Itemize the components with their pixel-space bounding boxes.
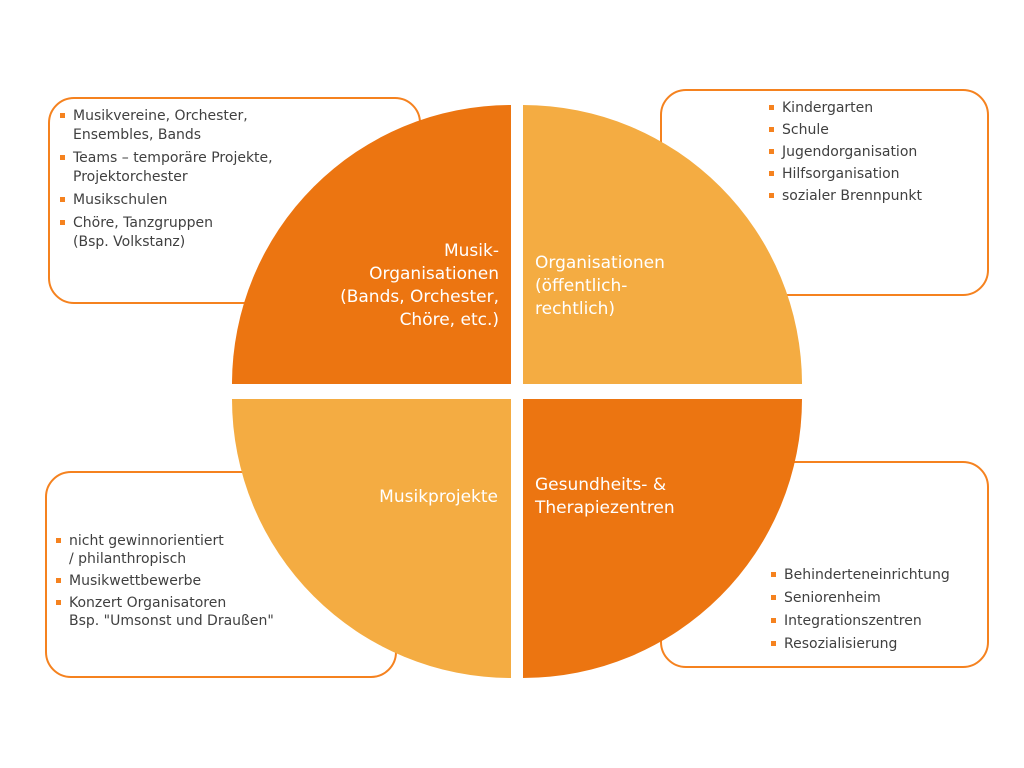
list-item-text: Jugendorganisation bbox=[782, 144, 918, 160]
list-item: Teams – temporäre Projekte, Projektorche… bbox=[60, 149, 273, 187]
bullet-icon bbox=[771, 641, 776, 646]
bullet-icon bbox=[771, 572, 776, 577]
bullet-icon bbox=[60, 113, 65, 118]
list-item: Kindergarten bbox=[769, 99, 922, 117]
bullet-icon bbox=[769, 127, 774, 132]
label-public-organisations: Organisationen (öffentlich- rechtlich) bbox=[535, 253, 665, 319]
list-item-text: Teams – temporäre Projekte, Projektorche… bbox=[73, 150, 273, 185]
quadrant-bottom-right bbox=[523, 399, 802, 678]
list-item-text: Integrationszentren bbox=[784, 613, 922, 629]
label-music-projects: Musikprojekte bbox=[379, 487, 498, 507]
bullet-icon bbox=[769, 171, 774, 176]
list-item-text: Musikwettbewerbe bbox=[69, 573, 202, 589]
list-item: Seniorenheim bbox=[771, 589, 950, 608]
label-health-centres: Gesundheits- & Therapiezentren bbox=[535, 475, 675, 518]
list-item: sozialer Brennpunkt bbox=[769, 187, 922, 205]
list-item: Integrationszentren bbox=[771, 612, 950, 631]
list-item-text: sozialer Brennpunkt bbox=[782, 188, 923, 204]
list-item: Behinderteneinrichtung bbox=[771, 566, 950, 585]
list-item-text: Seniorenheim bbox=[784, 590, 881, 606]
list-item: Jugendorganisation bbox=[769, 143, 922, 161]
list-top-left: Musikvereine, Orchester, Ensembles, Band… bbox=[60, 107, 273, 256]
label-music-organisations: Musik- Organisationen (Bands, Orchester,… bbox=[340, 241, 499, 330]
bullet-icon bbox=[60, 220, 65, 225]
bullet-icon bbox=[771, 618, 776, 623]
bullet-icon bbox=[56, 600, 61, 605]
list-item: Musikwettbewerbe bbox=[56, 572, 274, 590]
list-item: Schule bbox=[769, 121, 922, 139]
list-item: Hilfsorganisation bbox=[769, 165, 922, 183]
bullet-icon bbox=[56, 578, 61, 583]
list-item-text: Chöre, Tanzgruppen (Bsp. Volkstanz) bbox=[73, 215, 213, 250]
bullet-icon bbox=[769, 149, 774, 154]
list-item: Chöre, Tanzgruppen (Bsp. Volkstanz) bbox=[60, 214, 273, 252]
list-item: nicht gewinnorientiert / philanthropisch bbox=[56, 532, 274, 568]
quadrant-top-right bbox=[523, 105, 802, 384]
list-item-text: Resozialisierung bbox=[784, 636, 898, 652]
list-item-text: Kindergarten bbox=[782, 100, 874, 116]
list-item-text: Konzert Organisatoren Bsp. "Umsonst und … bbox=[69, 595, 274, 629]
list-item-text: Musikvereine, Orchester, Ensembles, Band… bbox=[73, 108, 248, 143]
list-item-text: Hilfsorganisation bbox=[782, 166, 900, 182]
list-item-text: nicht gewinnorientiert / philanthropisch bbox=[69, 533, 224, 567]
list-item-text: Schule bbox=[782, 122, 829, 138]
list-item: Resozialisierung bbox=[771, 635, 950, 654]
bullet-icon bbox=[771, 595, 776, 600]
quadrant-bottom-left bbox=[232, 399, 511, 678]
list-bottom-left: nicht gewinnorientiert / philanthropisch… bbox=[56, 532, 274, 634]
list-item: Musikvereine, Orchester, Ensembles, Band… bbox=[60, 107, 273, 145]
list-item-text: Behinderteneinrichtung bbox=[784, 567, 950, 583]
bullet-icon bbox=[60, 155, 65, 160]
bullet-icon bbox=[769, 193, 774, 198]
bullet-icon bbox=[56, 538, 61, 543]
list-item-text: Musikschulen bbox=[73, 192, 168, 208]
list-item: Konzert Organisatoren Bsp. "Umsonst und … bbox=[56, 594, 274, 630]
bullet-icon bbox=[769, 105, 774, 110]
bullet-icon bbox=[60, 197, 65, 202]
quadrant-top-left bbox=[232, 105, 511, 384]
list-item: Musikschulen bbox=[60, 191, 273, 210]
